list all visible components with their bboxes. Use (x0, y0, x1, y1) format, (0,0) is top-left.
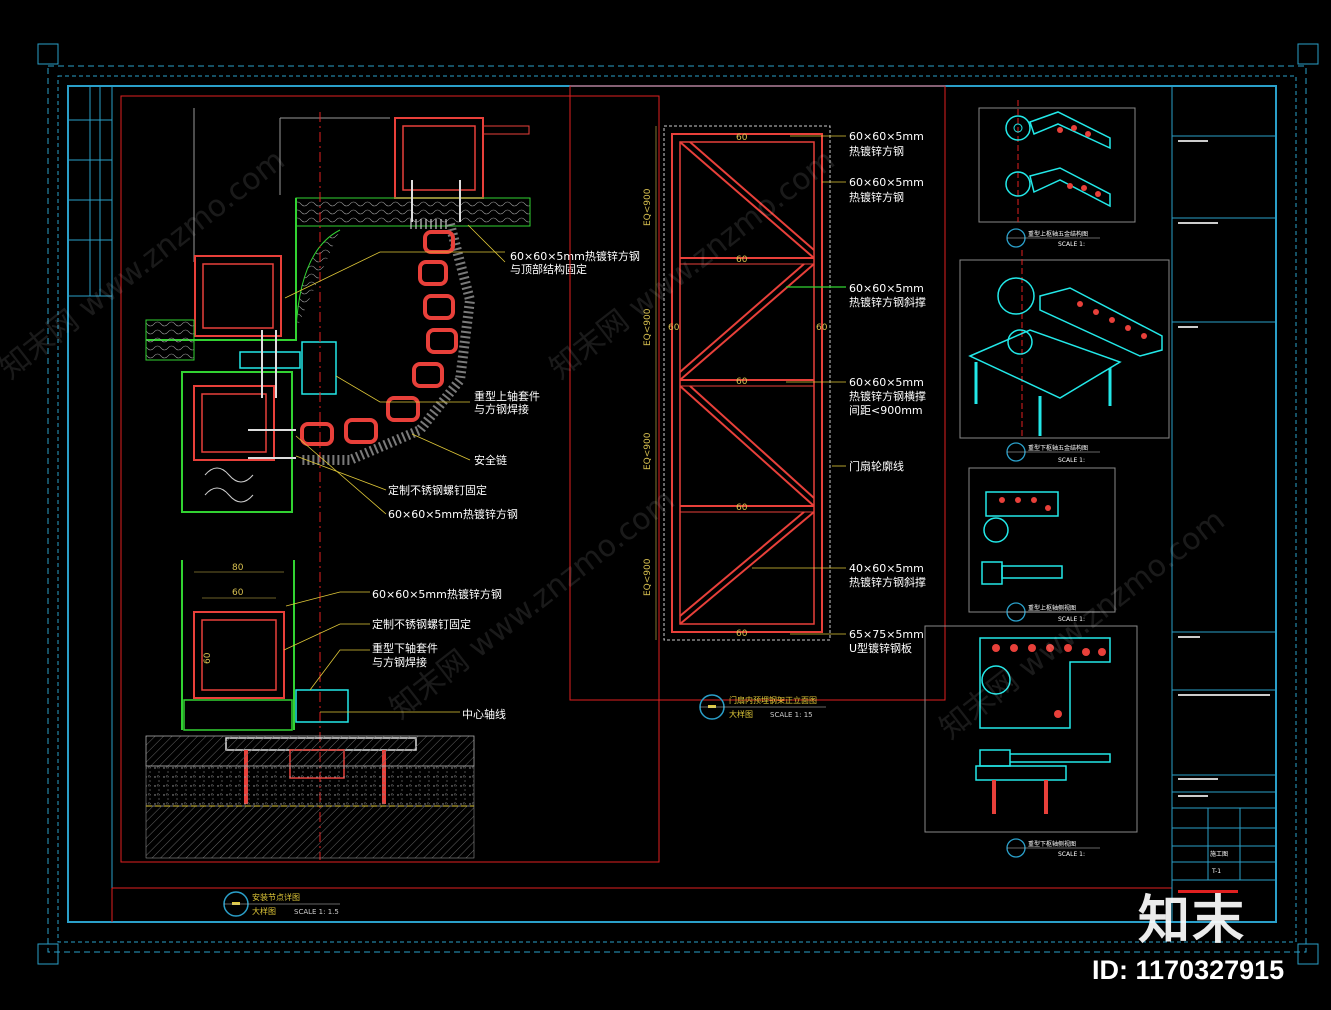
hw4-title: 重型下枢轴侧视图 (1028, 840, 1076, 848)
elev-dim-3: 60 (736, 377, 748, 387)
title-block-sheet-no: T-1 (1211, 868, 1221, 875)
dim-60-top: 60 (232, 588, 244, 598)
elevation-subtitle: 大样图 (729, 709, 753, 719)
brand-logo: 知末 (1138, 891, 1247, 951)
detail-a-title-text: 安装节点详图 (252, 892, 300, 902)
eq-dim-3: EQ<900 (643, 432, 653, 470)
label-screw-fix: 定制不锈钢螺钉固定 (388, 483, 487, 497)
eq-dim-1: EQ<900 (643, 188, 653, 226)
hardware-panel-3: 重型上枢轴侧视图 SCALE 1: (968, 467, 1116, 623)
eq-dim-2: EQ<900 (643, 308, 653, 346)
watermark-4: 知末网 www.znzmo.com (933, 503, 1231, 747)
label-top-tube-2: 与顶部结构固定 (510, 262, 587, 276)
title-block: 施工图 T-1 (1171, 85, 1277, 923)
hw2-scale: SCALE 1: (1058, 457, 1085, 464)
elev-label-5a: 40×60×5mm (849, 562, 924, 575)
elev-label-1b: 热镀锌方钢 (849, 144, 904, 158)
elev-label-4c: 间距<900mm (849, 404, 923, 417)
elev-label-6b: U型镀锌钢板 (849, 641, 912, 655)
label-top-pivot-2: 与方钢焊接 (474, 402, 529, 416)
elev-label-3b: 热镀锌方钢斜撑 (849, 295, 926, 309)
elev-label-2a: 60×60×5mm (849, 176, 924, 189)
elev-dim-4: 60 (736, 503, 748, 513)
elev-label-5b: 热镀锌方钢斜撑 (849, 575, 926, 589)
dim-80: 80 (232, 563, 244, 573)
image-id-label: ID: 1170327915 (1092, 955, 1285, 985)
hw1-title: 重型上枢轴五金结构图 (1028, 230, 1088, 238)
elev-label-4a: 60×60×5mm (849, 376, 924, 389)
detail-a-leaders (283, 224, 506, 713)
elev-label-1a: 60×60×5mm (849, 130, 924, 143)
detail-a-title: 安装节点详图 大样图 SCALE 1: 1.5 (223, 891, 340, 917)
screw-set-top (248, 180, 461, 459)
label-bottom-pivot-2: 与方钢焊接 (372, 655, 427, 669)
label-steel-tube: 60×60×5mm热镀锌方钢 (388, 507, 518, 521)
label-top-tube-1: 60×60×5mm热镀锌方钢 (510, 249, 640, 263)
hardware-panel-2: 重型下枢轴五金结构图 SCALE 1: (959, 250, 1170, 464)
left-revision-strip (67, 85, 113, 297)
elev-dim-right: 60 (816, 323, 828, 333)
frame-diagonals (679, 141, 815, 625)
elevation-title: 门扇内预埋钢架正立面图 大样图 SCALE 1: 15 (699, 694, 826, 720)
label-top-pivot-1: 重型上轴套件 (474, 389, 540, 403)
label-bottom-tube: 60×60×5mm热镀锌方钢 (372, 587, 502, 601)
elev-label-4b: 热镀锌方钢横撑 (849, 389, 926, 403)
elevation-title-text: 门扇内预埋钢架正立面图 (729, 695, 817, 705)
label-center-axis: 中心轴线 (462, 707, 506, 721)
bottom-pivot-detail (145, 560, 475, 859)
eq-dim-4: EQ<900 (643, 558, 653, 596)
elevation-scale: SCALE 1: 15 (770, 711, 813, 719)
elev-label-contour: 门扇轮廓线 (849, 459, 904, 473)
detail-a-scale: SCALE 1: 1.5 (294, 908, 339, 916)
hw1-scale: SCALE 1: (1058, 241, 1085, 248)
hardware-panel-1: 重型上枢轴五金结构图 SCALE 1: (978, 100, 1136, 248)
elev-dim-5: 60 (736, 629, 748, 639)
elev-label-6a: 65×75×5mm (849, 628, 924, 641)
label-bottom-screw: 定制不锈钢螺钉固定 (372, 617, 471, 631)
hw2-title: 重型下枢轴五金结构图 (1028, 444, 1088, 452)
elev-label-3a: 60×60×5mm (849, 282, 924, 295)
label-bottom-pivot-1: 重型下轴套件 (372, 641, 438, 655)
detail-a-subtitle: 大样图 (252, 906, 276, 916)
elevation-leaders (752, 135, 846, 635)
elev-dim-left: 60 (668, 323, 680, 333)
detail-a-section: 80 60 60 60×60×5mm热镀锌方钢 与顶部结构固定 重型上轴套件 与… (120, 95, 660, 917)
elev-dim-1: 60 (736, 133, 748, 143)
elev-dim-2: 60 (736, 255, 748, 265)
elevation-section: EQ<900 EQ<900 EQ<900 EQ<900 60 60 60 60 … (569, 85, 946, 720)
title-block-stage: 施工图 (1210, 850, 1228, 858)
label-safety-chain: 安全链 (474, 453, 507, 467)
hw3-title: 重型上枢轴侧视图 (1028, 604, 1076, 612)
hw4-scale: SCALE 1: (1058, 851, 1085, 858)
dim-60-side: 60 (203, 652, 213, 664)
hw3-scale: SCALE 1: (1058, 616, 1085, 623)
elev-label-2b: 热镀锌方钢 (849, 190, 904, 204)
hardware-panel-4: 重型下枢轴侧视图 SCALE 1: (924, 625, 1138, 858)
